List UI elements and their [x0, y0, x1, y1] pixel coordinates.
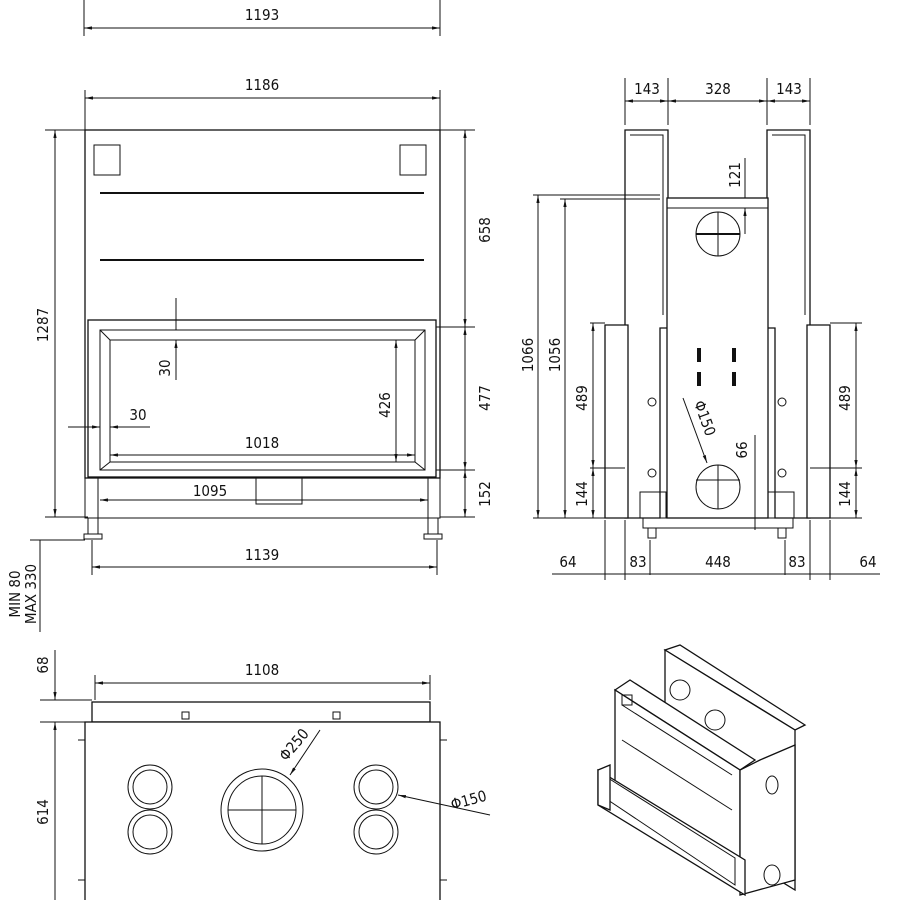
dim-leg-span: 1139 [245, 546, 279, 564]
dim-glass-height: 426 [376, 392, 394, 418]
dim-side-base-right: 144 [836, 481, 854, 507]
front-view: 1193 1186 1287 658 477 152 [6, 0, 494, 632]
dim-base-height: 152 [476, 481, 494, 507]
dim-bottom-right-outer: 64 [859, 553, 876, 571]
dim-vent-diameter: Φ150 [449, 787, 489, 814]
front-frame [91, 701, 431, 723]
door-frame [87, 319, 437, 478]
leg-adjust-min: MIN 80 [6, 570, 24, 617]
dim-bottom-left-inner: 83 [629, 553, 646, 571]
dim-frame-width: 1095 [193, 482, 227, 500]
dim-width: 1186 [245, 76, 279, 94]
dim-top-center: 328 [705, 80, 731, 98]
leg-adjust-max: MAX 330 [22, 564, 40, 624]
dim-glass-width: 1018 [245, 434, 279, 452]
dim-bottom-center: 448 [705, 553, 731, 571]
dim-flue-offset: 121 [726, 162, 744, 188]
dim-upper-section: 658 [476, 217, 494, 243]
dim-door-height: 477 [476, 385, 494, 411]
dim-side-opening-right: 489 [836, 385, 854, 411]
top-view: 1108 68 614 Φ250 Φ150 [34, 650, 491, 900]
dim-depth: 614 [34, 799, 52, 825]
dim-bottom-right-inner: 83 [788, 553, 805, 571]
side-view: 143 328 143 121 1066 1056 [519, 78, 880, 580]
right-pillar [766, 129, 811, 519]
dim-top-width: 1108 [245, 661, 279, 679]
dim-height-inner: 1056 [546, 338, 564, 372]
dim-side-base-left: 144 [573, 481, 591, 507]
dim-bottom-left-outer: 64 [559, 553, 576, 571]
dim-top-offset: 68 [34, 656, 52, 673]
dim-top-left: 143 [634, 80, 660, 98]
dim-height: 1287 [34, 308, 52, 342]
dim-height-outer: 1066 [519, 338, 537, 372]
left-pillar [624, 129, 669, 519]
dim-overall-width-top: 1193 [245, 6, 279, 24]
dim-side-opening-left: 489 [573, 385, 591, 411]
dim-top-right: 143 [776, 80, 802, 98]
dim-glass-side-offset: 30 [129, 406, 146, 424]
isometric-view [597, 644, 807, 897]
flue-opening [220, 768, 304, 852]
dim-air-inlet-offset: 99 [732, 441, 750, 458]
dim-glass-top-offset: 30 [156, 359, 174, 376]
vent-openings [127, 764, 399, 855]
